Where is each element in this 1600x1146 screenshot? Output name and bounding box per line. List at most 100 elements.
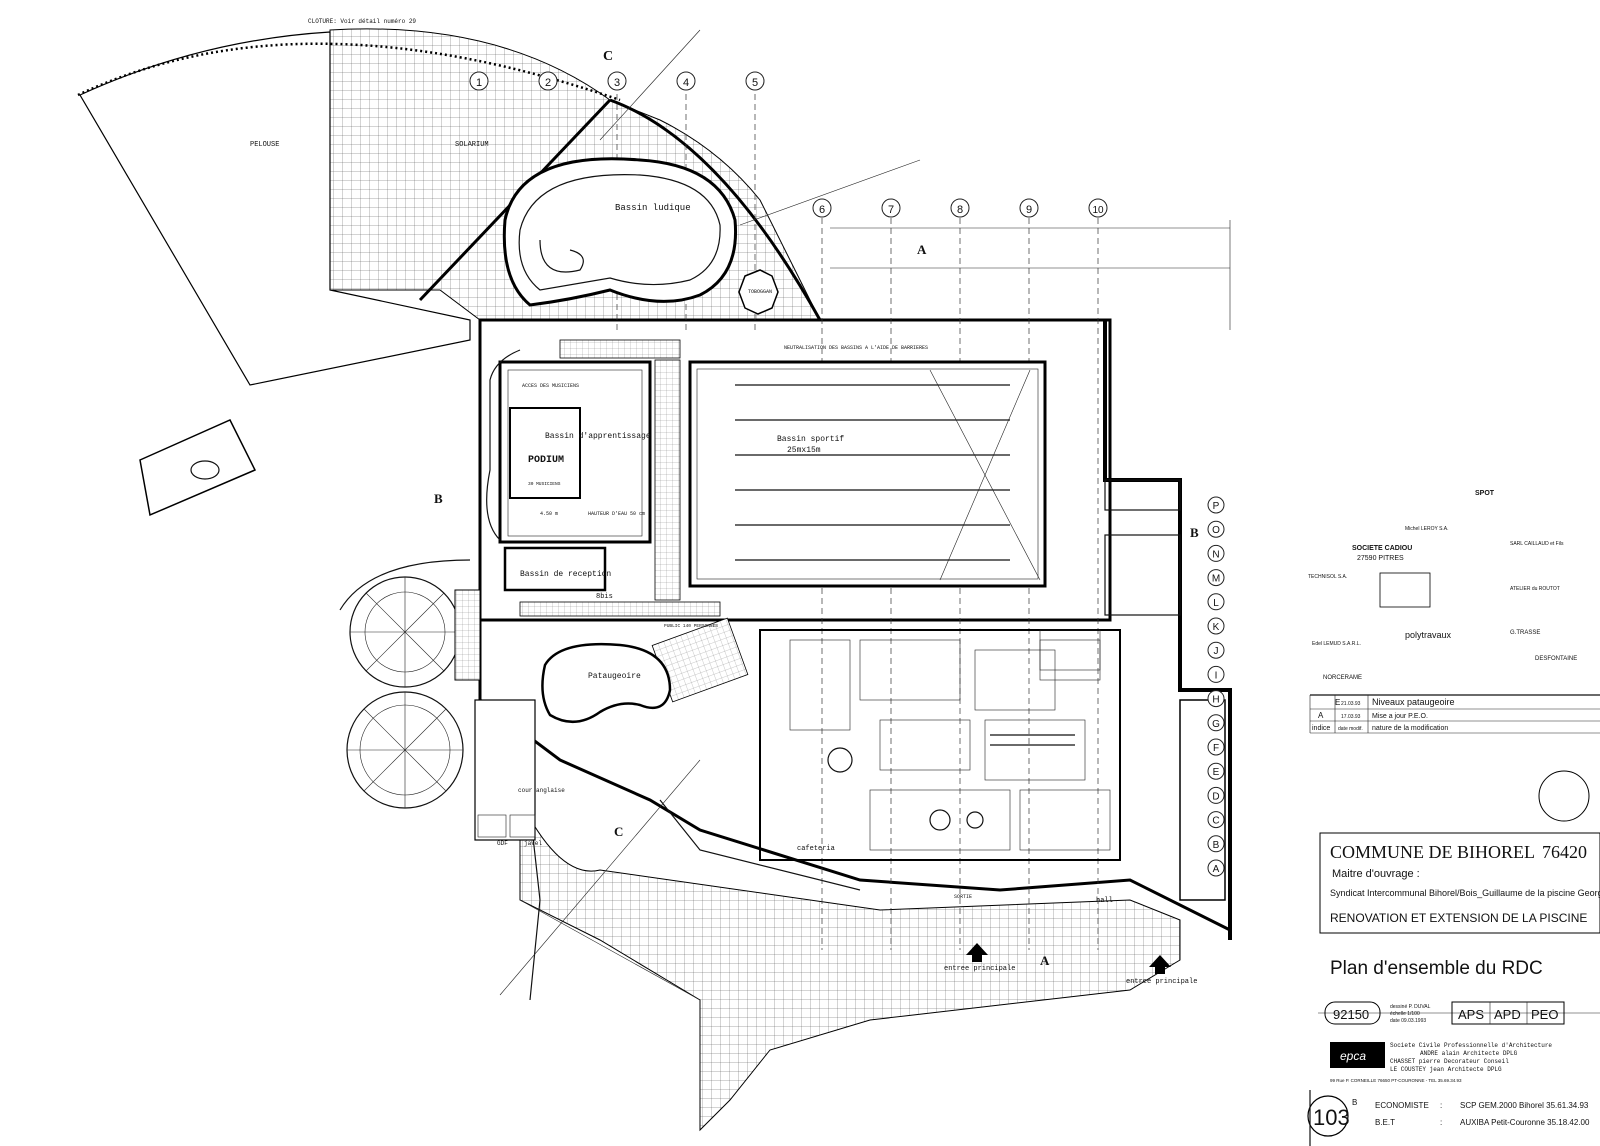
rev-e-nature: Niveaux pataugeoire [1372, 697, 1455, 707]
firm-address: 99 Rue P. CORNEILLE 76650 PT-COURONNE - … [1330, 1078, 1462, 1083]
rev-header-date: date modif. [1338, 726, 1363, 732]
neutralisation-label: NEUTRALISATION DES BASSINS A L'AIDE DE B… [784, 345, 928, 351]
hauteur-label: HAUTEUR D'EAU 50 cm [588, 511, 645, 517]
podium-label: PODIUM [528, 455, 564, 466]
stamp-cailloud: SARL CAILLAUD et Fils [1510, 541, 1564, 547]
svg-text::: : [1440, 1118, 1442, 1127]
stamp-nordceram: NORCERAME [1323, 675, 1362, 681]
bet-value: AUXIBA Petit-Couronne 35.18.42.00 [1460, 1118, 1590, 1127]
axis-n-bubble [1207, 544, 1225, 562]
podium [509, 407, 581, 499]
rev-e-indice: E [1335, 698, 1340, 707]
project-number: 92150 [1333, 1007, 1369, 1022]
axis-g-bubble [1207, 714, 1225, 732]
axis-e: E [1213, 767, 1220, 778]
axis-10: 10 [1092, 205, 1104, 216]
rev-a-nature: Mise a jour P.E.O. [1372, 713, 1428, 720]
stamp-cadiou-city: 27590 PITRES [1357, 555, 1404, 562]
bassin-sportif-label: Bassin sportif [777, 435, 844, 444]
axis-h: H [1212, 695, 1219, 706]
axis-c: C [1212, 816, 1219, 827]
axis-k: K [1213, 622, 1220, 633]
bassin-sportif [688, 360, 1047, 588]
axis-7: 7 [888, 204, 894, 216]
bbis-label: 8bis [596, 593, 613, 601]
detail-sketch [139, 419, 257, 517]
axis-i-bubble [1207, 665, 1225, 683]
rev-header-nature: nature de la modification [1372, 725, 1448, 732]
axis-d-bubble [1207, 786, 1225, 804]
axis-a: A [1213, 864, 1220, 875]
title-block [1307, 694, 1600, 1146]
firm-line-4: LE COUSTEY jean Architecte DPLG [1390, 1066, 1502, 1073]
rev-a-date: 17.03.93 [1341, 714, 1361, 720]
gradins [519, 339, 749, 703]
entrance-arrow-1 [966, 943, 988, 962]
cloture-fence [77, 42, 621, 102]
bassin-reception-label: Bassin de reception [520, 570, 611, 579]
phase-peo: PEO [1531, 1007, 1558, 1022]
axis-b-bubble [1207, 835, 1225, 853]
economiste-value: SCP GEM.2000 Bihorel 35.61.34.93 [1460, 1101, 1589, 1110]
sheet-suffix: B [1352, 1098, 1357, 1107]
pataugeoire [541, 642, 672, 723]
syndicat-label: Syndicat Intercommunal Bihorel/Bois_Guil… [1330, 888, 1600, 898]
firm-line-1: Societe Civile Professionnelle d'Archite… [1390, 1042, 1552, 1049]
maitre-ouvrage: Maitre d'ouvrage : [1332, 868, 1420, 880]
stamp-cadiou: SOCIETE CADIOU [1352, 545, 1412, 552]
plan-title: Plan d'ensemble du RDC [1330, 958, 1543, 979]
stamp-leroy: Michel LEROY S.A. [1405, 526, 1449, 532]
axis-l-bubble [1207, 593, 1225, 611]
pelouse-label: PELOUSE [250, 141, 279, 149]
axis-k-bubble [1207, 617, 1225, 635]
axes-mid: 6 7 8 9 10 [812, 198, 1108, 218]
axis-m: M [1212, 574, 1220, 585]
pelouse-area [79, 31, 471, 386]
lane-lines [735, 384, 1010, 561]
bet-label: B.E.T [1375, 1118, 1395, 1127]
axis-j: J [1214, 646, 1219, 657]
sheet-number: 103 [1313, 1105, 1350, 1130]
musiciens-label: 30 MUSICIENS [528, 481, 561, 487]
axis-g: G [1212, 719, 1220, 730]
rev-header-indice: indice [1312, 725, 1330, 732]
section-a-bottom: A [1040, 953, 1050, 968]
axis-p: P [1213, 501, 1220, 512]
stamp-technisol: TECHNISOL S.A. [1308, 574, 1347, 580]
contractor-stamps: SPOT SOCIETE CADIOU 27590 PITRES TECHNIS… [1308, 490, 1577, 681]
commune-title: COMMUNE DE BIHOREL [1330, 842, 1535, 862]
axis-4: 4 [683, 77, 689, 89]
bassin-ludique-label: Bassin ludique [615, 203, 691, 213]
stamp-trasse: G.TRASSE [1510, 630, 1540, 636]
section-b-left: B [434, 491, 443, 506]
axis-8: 8 [957, 204, 963, 216]
axis-d: D [1212, 791, 1219, 802]
rev-e-date: 21.03.93 [1341, 701, 1361, 707]
axis-h-bubble [1207, 690, 1225, 708]
stamp-polytravaux: polytravaux [1405, 630, 1452, 640]
axis-m-bubble [1207, 569, 1225, 587]
firm-line-2: ANDRE alain Architecte DPLG [1420, 1050, 1518, 1057]
section-c-bottom: C [614, 824, 623, 839]
axis-f-bubble [1207, 738, 1225, 756]
hall-label: hall [1096, 897, 1113, 905]
axis-l: L [1213, 598, 1219, 609]
phase-aps: APS [1458, 1007, 1484, 1022]
entree-principale-2: entree principale [1126, 978, 1197, 986]
stamp-desfontaine: DESFONTAINE [1535, 656, 1577, 662]
solarium-label: SOLARIUM [455, 141, 489, 149]
gdf-label: GDF [497, 840, 508, 847]
entrance-arrow-2 [1149, 955, 1171, 974]
renovation-label: RENOVATION ET EXTENSION DE LA PISCINE [1330, 911, 1587, 925]
axis-9: 9 [1026, 204, 1032, 216]
firm-line-3: CHASSET pierre Decorateur Conseil [1390, 1058, 1509, 1065]
stamp-herbet: ATELIER du ROUTOT [1510, 586, 1560, 592]
phase-apd: APD [1494, 1007, 1521, 1022]
axis-j-bubble [1207, 641, 1225, 659]
firm-logo: epca [1340, 1049, 1366, 1063]
vestiaires [759, 629, 1121, 861]
axis-o-bubble [1207, 520, 1225, 538]
axis-n: N [1212, 549, 1219, 560]
